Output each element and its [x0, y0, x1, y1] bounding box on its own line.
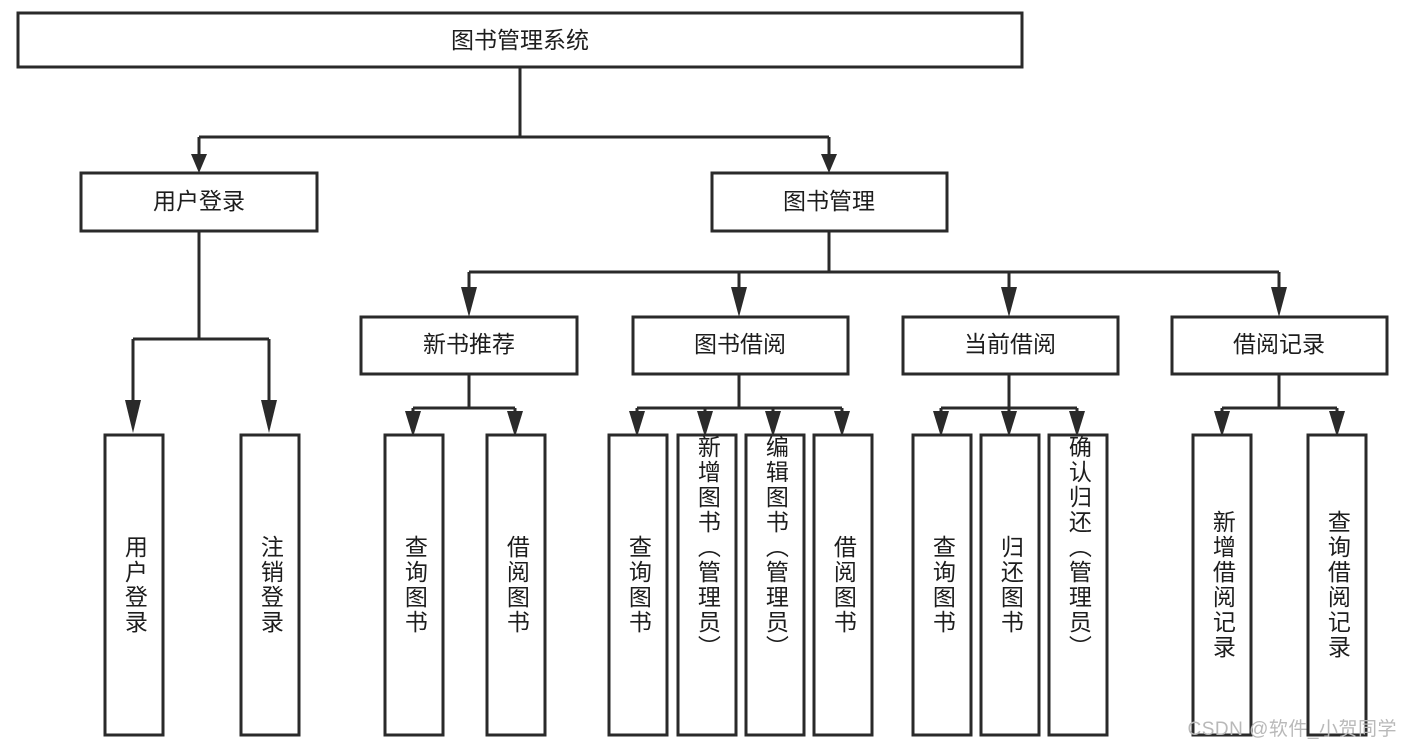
arrow-head-newbook-child-2 [507, 411, 523, 437]
arrow-head-newbook-child-1 [405, 411, 421, 437]
arrow-head-borrowrecord-child-1 [1214, 411, 1230, 437]
node-book-borrow-box[interactable] [631, 315, 850, 376]
leaf-box-confirm-return-admin[interactable] [1047, 433, 1109, 737]
arrow-head-leaf-logout [261, 400, 277, 433]
node-current-borrow-box[interactable] [901, 315, 1120, 376]
arrow-head-bookborrow-child-3 [765, 411, 781, 437]
leaf-box-edit-book-admin[interactable] [744, 433, 806, 737]
watermark-text: CSDN @软件_小贺同学 [1187, 719, 1397, 740]
arrow-head-currentborrow-child-1 [933, 411, 949, 437]
leaf-box-query-book-2[interactable] [607, 433, 669, 737]
node-layer: 图书管理系统 用户登录 图书管理 新书推荐 图书借阅 当前借阅 借阅记录 [16, 11, 1389, 737]
node-user-login-box[interactable] [79, 171, 319, 233]
arrow-head-currentborrow-child-2 [1001, 411, 1017, 437]
node-current-borrow-label: 当前借阅 [964, 331, 1056, 357]
arrow-head-new-book [461, 287, 477, 317]
node-root-box[interactable] [16, 11, 1024, 69]
leaf-box-query-borrow-record[interactable] [1306, 433, 1368, 737]
leaf-box-add-borrow-record[interactable] [1191, 433, 1253, 737]
arrow-head-current-borrow [1001, 287, 1017, 317]
node-new-book-recommend-label: 新书推荐 [423, 331, 515, 357]
leaf-box-query-book-3[interactable] [911, 433, 973, 737]
arrow-head-book-mgmt [821, 154, 837, 173]
leaf-box-query-book-1[interactable] [383, 433, 445, 737]
leaf-box-logout[interactable] [239, 433, 301, 737]
arrow-head-book-borrow [731, 287, 747, 317]
leaf-box-borrow-book-1[interactable] [485, 433, 547, 737]
connector-layer [125, 67, 1345, 437]
arrow-head-currentborrow-child-3 [1069, 411, 1085, 437]
node-new-book-recommend-box[interactable] [359, 315, 579, 376]
arrow-head-user-login [191, 154, 207, 173]
node-book-mgmt-label: 图书管理 [783, 188, 875, 214]
node-borrow-record-box[interactable] [1170, 315, 1389, 376]
arrow-head-bookborrow-child-2 [697, 411, 713, 437]
node-book-borrow-label: 图书借阅 [694, 331, 786, 357]
arrow-head-borrow-record [1271, 287, 1287, 317]
arrow-head-leaf-user-login [125, 400, 141, 433]
node-root-label: 图书管理系统 [451, 27, 589, 53]
leaf-box-borrow-book-2[interactable] [812, 433, 874, 737]
arrow-head-borrowrecord-child-2 [1329, 411, 1345, 437]
node-user-login-label: 用户登录 [153, 188, 245, 214]
leaf-box-return-book[interactable] [979, 433, 1041, 737]
arrow-head-bookborrow-child-4 [834, 411, 850, 437]
leaf-box-add-book-admin[interactable] [676, 433, 738, 737]
node-borrow-record-label: 借阅记录 [1233, 331, 1325, 357]
leaf-box-user-login[interactable] [103, 433, 165, 737]
node-book-mgmt-box[interactable] [710, 171, 949, 233]
arrow-head-bookborrow-child-1 [629, 411, 645, 437]
